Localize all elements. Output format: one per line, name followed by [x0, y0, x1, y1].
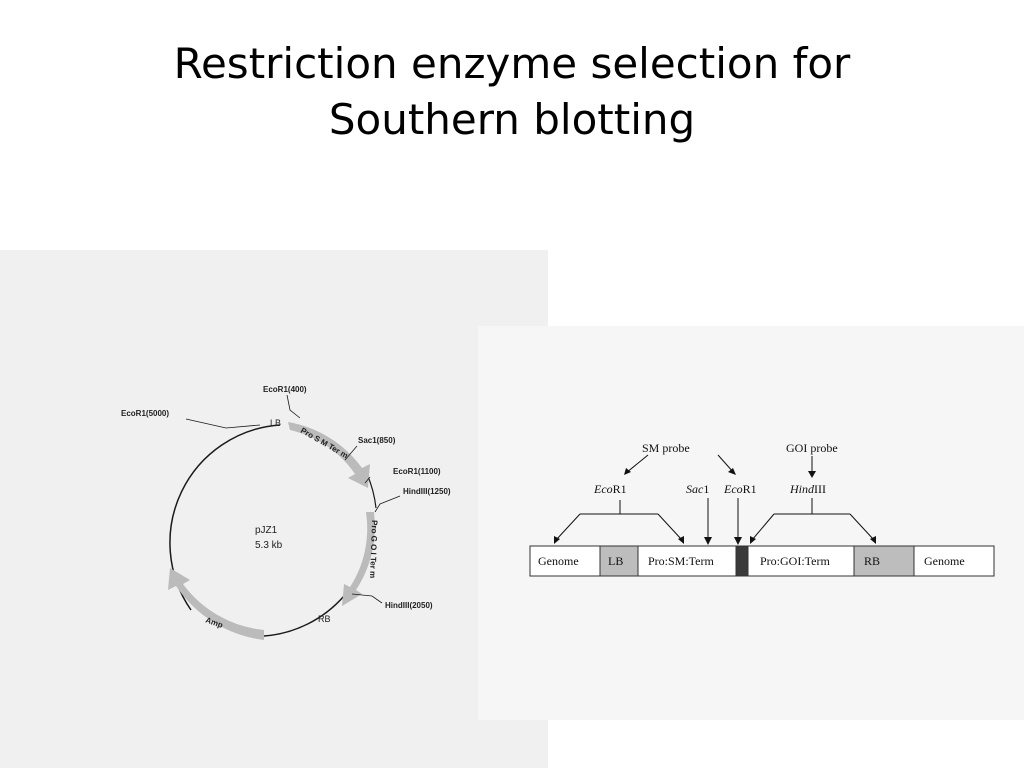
site-label-hindiii-2050: HindIII(2050): [385, 601, 433, 610]
enzyme-label-ecor1-left: EcoR1: [593, 482, 627, 496]
plasmid-map-image: Pro S M Ter m Pro G O I Ter m Amp LB RB …: [0, 250, 548, 768]
segment-label-pro-sm-term: Pro:SM:Term: [648, 554, 714, 568]
segment-label-rb: RB: [864, 554, 880, 568]
segment-genome-right: [913, 545, 995, 577]
site-label-ecor1-5000: EcoR1(5000): [121, 409, 169, 418]
probe-arrowheads: [624, 468, 816, 478]
segment-junction: [735, 545, 749, 577]
feature-label-pro-goi-term: Pro G O I Ter m: [368, 520, 379, 578]
feature-label-pro-sm-term: Pro S M Ter m: [299, 426, 350, 460]
probe-label-goi: GOI probe: [786, 441, 838, 455]
feature-pro-goi-term: [342, 512, 375, 606]
segment-pro-sm-term: [637, 545, 737, 577]
segment-label-genome-right: Genome: [924, 554, 965, 568]
construct-map-image: SM probe GOI probe EcoR1 Sac1 EcoR1 Hind…: [478, 326, 1024, 720]
segment-rb: [853, 545, 915, 577]
feature-amp: [168, 568, 264, 640]
title-line-1: Restriction enzyme selection for: [173, 39, 851, 88]
segment-genome-left: [529, 545, 601, 577]
plasmid-right-border-label: RB: [318, 614, 331, 624]
cut-site-lines: [555, 498, 875, 541]
site-label-hindiii-1250: HindIII(1250): [403, 487, 451, 496]
site-label-ecor1-400: EcoR1(400): [263, 385, 307, 394]
segment-label-genome-left: Genome: [538, 554, 579, 568]
title-line-2: Southern blotting: [328, 95, 696, 144]
plasmid-size: 5.3 kb: [255, 540, 283, 551]
feature-pro-sm-term: [288, 422, 370, 488]
site-label-ecor1-1100: EcoR1(1100): [393, 467, 441, 476]
enzyme-label-sac1: Sac1: [686, 482, 709, 496]
plasmid-backbone-bottom: [263, 595, 345, 637]
segment-label-lb: LB: [608, 554, 623, 568]
plasmid-backbone-left: [169, 424, 281, 611]
cut-site-arrowheads: [554, 536, 876, 545]
plasmid-left-border-label: LB: [270, 418, 281, 428]
construct-bar: Genome LB Pro:SM:Term Pro:GOI:Term RB Ge…: [529, 545, 995, 577]
plasmid-map-svg: Pro S M Ter m Pro G O I Ter m Amp LB RB …: [121, 385, 451, 640]
site-leader-lines: [185, 394, 401, 604]
probe-arrows: [625, 454, 813, 475]
segment-pro-goi-term: [747, 545, 855, 577]
plasmid-name: pJZ1: [255, 525, 278, 536]
probe-label-sm: SM probe: [642, 441, 690, 455]
site-label-sac1-850: Sac1(850): [358, 436, 396, 445]
construct-map-svg: SM probe GOI probe EcoR1 Sac1 EcoR1 Hind…: [529, 441, 995, 577]
segment-label-pro-goi-term: Pro:GOI:Term: [760, 554, 830, 568]
slide-title: Restriction enzyme selection for Souther…: [0, 36, 1024, 148]
segment-lb: [599, 545, 639, 577]
enzyme-label-ecor1-right: EcoR1: [723, 482, 757, 496]
enzyme-label-hindiii: HindIII: [789, 482, 826, 496]
